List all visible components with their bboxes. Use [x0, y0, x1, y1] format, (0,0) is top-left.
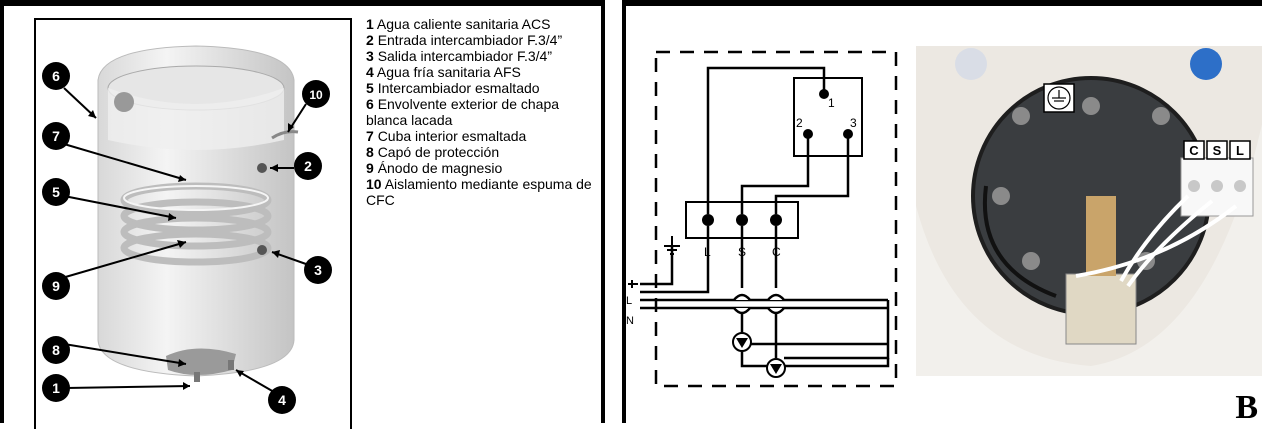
leader-arrowheads	[88, 110, 294, 390]
pump-2	[766, 358, 786, 378]
parts-legend: 1 Agua caliente sanitaria ACS 2 Entrada …	[366, 16, 598, 208]
panel-letter: B	[1235, 389, 1258, 426]
heater-illustration-frame: 6 7 5 9 8 1 10 2 3 4	[34, 18, 352, 429]
panel-b: 1 2 3 L S C	[622, 0, 1262, 426]
terminal-label-1: 1	[828, 96, 835, 110]
legend-item: 4 Agua fría sanitaria AFS	[366, 64, 521, 80]
callout-3: 3	[304, 256, 332, 284]
legend-item: 10 Aislamiento mediante espuma de CFC	[366, 176, 592, 208]
legend-item: 9 Ánodo de magnesio	[366, 160, 503, 176]
callout-2: 2	[294, 152, 322, 180]
photo-thermostat	[1065, 273, 1137, 345]
thermostat-box	[793, 77, 863, 157]
supply-ground-icon	[628, 280, 638, 288]
svg-text:2: 2	[304, 158, 312, 174]
block-terminal-l	[702, 214, 714, 226]
photo-label-s: S	[1213, 143, 1222, 158]
svg-text:3: 3	[314, 262, 322, 278]
terminal-label-2: 2	[796, 116, 803, 130]
photo-wires	[982, 185, 1238, 298]
block-terminal-s	[736, 214, 748, 226]
legend-item: 1 Agua caliente sanitaria ACS	[366, 16, 551, 32]
legend-item: 7 Cuba interior esmaltada	[366, 128, 527, 144]
callout-4: 4	[268, 386, 296, 414]
legend-item: 2 Entrada intercambiador F.3/4”	[366, 32, 563, 48]
legend-item: 3 Salida intercambiador F.3/4”	[366, 48, 552, 64]
panel-a: 6 7 5 9 8 1 10 2 3 4 1 Agua caliente san…	[0, 0, 605, 429]
terminal-label-3: 3	[850, 116, 857, 130]
legend-item: 8 Capó de protección	[366, 144, 500, 160]
callout-6: 6	[42, 62, 70, 90]
svg-text:4: 4	[278, 392, 286, 408]
svg-text:9: 9	[52, 278, 60, 294]
supply-label-l: L	[626, 295, 632, 307]
callout-9: 9	[42, 272, 70, 300]
water-heater-illustration: 6 7 5 9 8 1 10 2 3 4	[42, 45, 332, 414]
photo-terminal-block: C S L	[1180, 140, 1254, 217]
legend-item: 6 Envolvente exterior de chapa blanca la…	[366, 96, 560, 128]
wires	[640, 66, 890, 368]
dashed-enclosure	[654, 50, 898, 388]
svg-text:5: 5	[52, 184, 60, 200]
svg-text:7: 7	[52, 128, 60, 144]
svg-text:10: 10	[309, 88, 323, 102]
wiring-diagram: 1 2 3 L S C	[626, 50, 898, 388]
protection-cap	[166, 348, 236, 375]
ground-sticker	[1043, 83, 1075, 113]
supply-label-n: N	[626, 315, 634, 327]
svg-text:8: 8	[52, 342, 60, 358]
ground-icon	[664, 236, 680, 255]
callout-1: 1	[42, 374, 70, 402]
photo-label-l: L	[1236, 143, 1244, 158]
photo-label-c: C	[1189, 143, 1199, 158]
block-terminal-c	[770, 214, 782, 226]
svg-text:1: 1	[52, 380, 60, 396]
callout-7: 7	[42, 122, 70, 150]
thermostat-photo: C S L	[916, 46, 1262, 376]
svg-text:6: 6	[52, 68, 60, 84]
callout-8: 8	[42, 336, 70, 364]
legend-item: 5 Intercambiador esmaltado	[366, 80, 540, 96]
callout-5: 5	[42, 178, 70, 206]
pump-1	[732, 332, 752, 352]
callout-10: 10	[302, 80, 330, 108]
